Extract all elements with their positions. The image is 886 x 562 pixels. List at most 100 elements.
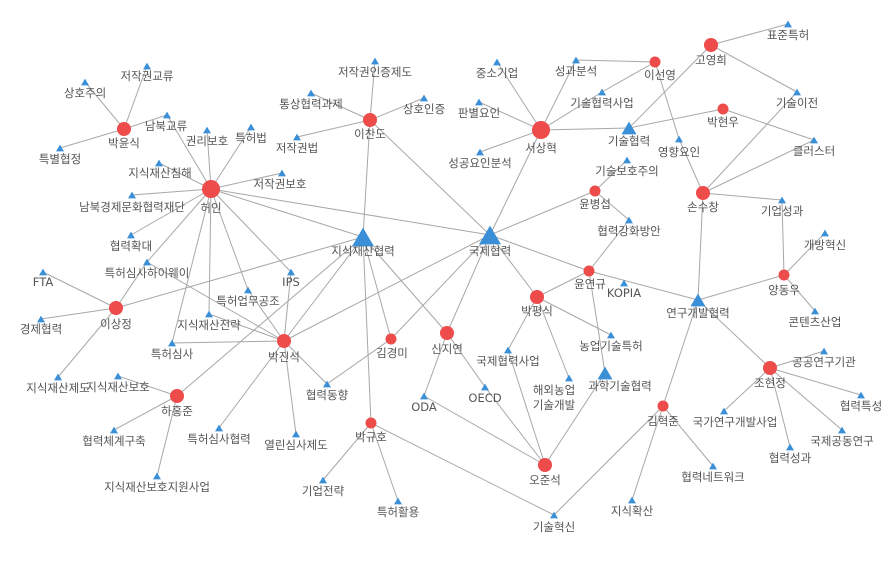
keyword-node[interactable]: 콘텐츠산업: [789, 307, 842, 329]
person-circle-icon: [440, 326, 454, 340]
person-node[interactable]: 하홍준: [161, 389, 193, 418]
keyword-node[interactable]: 저작권보호: [254, 169, 307, 191]
keyword-node[interactable]: 상호주의: [64, 78, 106, 100]
keyword-node[interactable]: 특허심사협력: [187, 424, 251, 446]
person-node[interactable]: 박윤식: [108, 122, 140, 150]
keyword-node[interactable]: 협력네트워크: [681, 462, 745, 484]
person-node[interactable]: 김혁준: [647, 400, 679, 429]
keyword-node[interactable]: 기술보호주의: [595, 156, 659, 178]
keyword-node[interactable]: 협력성과: [769, 443, 812, 465]
person-node[interactable]: 박현우: [707, 103, 739, 130]
keyword-node[interactable]: 지식재산보호: [86, 372, 150, 394]
keyword-node[interactable]: 특허심사: [151, 339, 194, 361]
node-label: 과학기술협력: [588, 379, 651, 393]
keyword-node[interactable]: KOPIA: [607, 279, 641, 300]
person-node[interactable]: 박진석: [268, 334, 300, 364]
keyword-triangle-icon: [205, 310, 213, 318]
keyword-triangle-icon: [352, 227, 374, 247]
keyword-node[interactable]: 기술협력사업: [570, 88, 634, 110]
keyword-triangle-icon: [857, 391, 865, 399]
person-node[interactable]: 조현정: [754, 361, 786, 390]
keyword-node[interactable]: 국제협력: [469, 225, 511, 258]
keyword-node[interactable]: 남북교류: [145, 111, 187, 133]
person-node[interactable]: 이찬도: [354, 113, 386, 141]
node-label: 특별협정: [39, 152, 81, 166]
person-node[interactable]: 이선영: [644, 56, 676, 83]
keyword-node[interactable]: 협력특성: [840, 391, 882, 413]
node-label: 지식재산제도: [26, 381, 89, 395]
keyword-node[interactable]: 개방혁신: [804, 229, 846, 252]
keyword-node[interactable]: 성과분석: [555, 56, 597, 78]
keyword-node[interactable]: 중소기업: [476, 58, 518, 80]
edge: [507, 349, 546, 466]
keyword-node[interactable]: 성공요인분석: [448, 148, 512, 170]
keyword-node[interactable]: 국제공동연구: [810, 426, 874, 448]
keyword-node[interactable]: 지식재산침해: [128, 159, 192, 180]
keyword-node[interactable]: 지식재산협력: [331, 227, 395, 258]
keyword-node[interactable]: OECD: [468, 383, 502, 405]
edge: [769, 350, 825, 369]
keyword-node[interactable]: ODA: [411, 392, 437, 414]
person-node[interactable]: 고영희: [695, 38, 727, 67]
keyword-node[interactable]: 협력확대: [110, 231, 152, 253]
node-label: 지식재산침해: [128, 166, 191, 180]
keyword-node[interactable]: 기업성과: [761, 196, 804, 218]
keyword-node[interactable]: 과학기술협력: [588, 366, 652, 393]
keyword-node[interactable]: 기술혁신: [533, 511, 575, 534]
keyword-triangle-icon: [323, 380, 331, 388]
keyword-node[interactable]: 특허심사하이웨이: [105, 258, 190, 280]
person-node[interactable]: 김경미: [376, 333, 408, 361]
person-node[interactable]: 양동우: [768, 269, 800, 298]
keyword-node[interactable]: 권리보호: [186, 126, 228, 148]
keyword-node[interactable]: 특허법: [235, 123, 267, 145]
person-node[interactable]: 윤연규: [574, 265, 606, 292]
person-node[interactable]: 이상정: [100, 301, 132, 331]
keyword-node[interactable]: 지식재산보호지원사업: [104, 472, 210, 494]
keyword-node[interactable]: 기업전략: [302, 476, 345, 498]
keyword-triangle-icon: [420, 392, 428, 400]
person-node[interactable]: 윤병섭: [579, 185, 611, 212]
keyword-node[interactable]: 영향요인: [658, 135, 700, 159]
keyword-node[interactable]: 남북경제문화협력재단: [79, 191, 185, 214]
edge: [130, 188, 212, 236]
person-node[interactable]: 신지연: [431, 326, 463, 356]
keyword-node[interactable]: 협력강화방안: [597, 216, 661, 238]
person-node[interactable]: 허인: [200, 180, 222, 215]
keyword-node[interactable]: 지식확산: [611, 496, 654, 518]
keyword-node[interactable]: 통상협력과제: [279, 89, 343, 111]
keyword-node[interactable]: 저작권교류: [121, 62, 174, 83]
keyword-node[interactable]: 상호인증: [403, 94, 445, 116]
keyword-node[interactable]: 국제협력사업: [476, 346, 540, 368]
keyword-node[interactable]: 농업기술특허: [579, 331, 643, 353]
keyword-node[interactable]: 표준특허: [767, 20, 809, 42]
person-node[interactable]: 박평식: [521, 290, 553, 318]
keyword-node[interactable]: 기술협력: [608, 121, 650, 148]
keyword-node[interactable]: 저작권인증제도: [338, 57, 412, 79]
keyword-node[interactable]: 열린심사제도: [264, 430, 328, 452]
keyword-node[interactable]: 특허활용: [377, 497, 419, 519]
keyword-node[interactable]: 지식재산전략: [177, 310, 241, 332]
person-node[interactable]: 손수창: [687, 186, 719, 214]
person-node[interactable]: 박규호: [355, 417, 387, 445]
keyword-node[interactable]: 국가연구개발사업: [693, 407, 778, 429]
keyword-node[interactable]: 협력체계구축: [82, 426, 146, 448]
keyword-node[interactable]: 특허업무공조: [216, 286, 280, 308]
keyword-node[interactable]: 경제협력: [20, 315, 62, 336]
keyword-node[interactable]: 공공연구기관: [792, 347, 856, 369]
person-node[interactable]: 오준석: [529, 458, 561, 487]
keyword-node[interactable]: 판별요인: [458, 98, 500, 120]
keyword-node[interactable]: 협력동향: [306, 380, 349, 402]
keyword-node[interactable]: 기술이전: [776, 88, 818, 110]
keyword-node[interactable]: 클러스터: [793, 136, 835, 158]
keyword-node[interactable]: IPS: [282, 268, 300, 289]
keyword-node[interactable]: 연구개발협력: [666, 293, 730, 320]
keyword-node[interactable]: 지식재산제도: [26, 373, 90, 395]
keyword-node[interactable]: 특별협정: [39, 144, 81, 166]
edge: [370, 422, 555, 516]
keyword-node[interactable]: FTA: [33, 268, 54, 289]
person-circle-icon: [385, 333, 397, 345]
node-label: OECD: [468, 391, 501, 405]
keyword-node[interactable]: 저작권법: [276, 133, 318, 155]
person-node[interactable]: 서상혁: [525, 121, 557, 155]
